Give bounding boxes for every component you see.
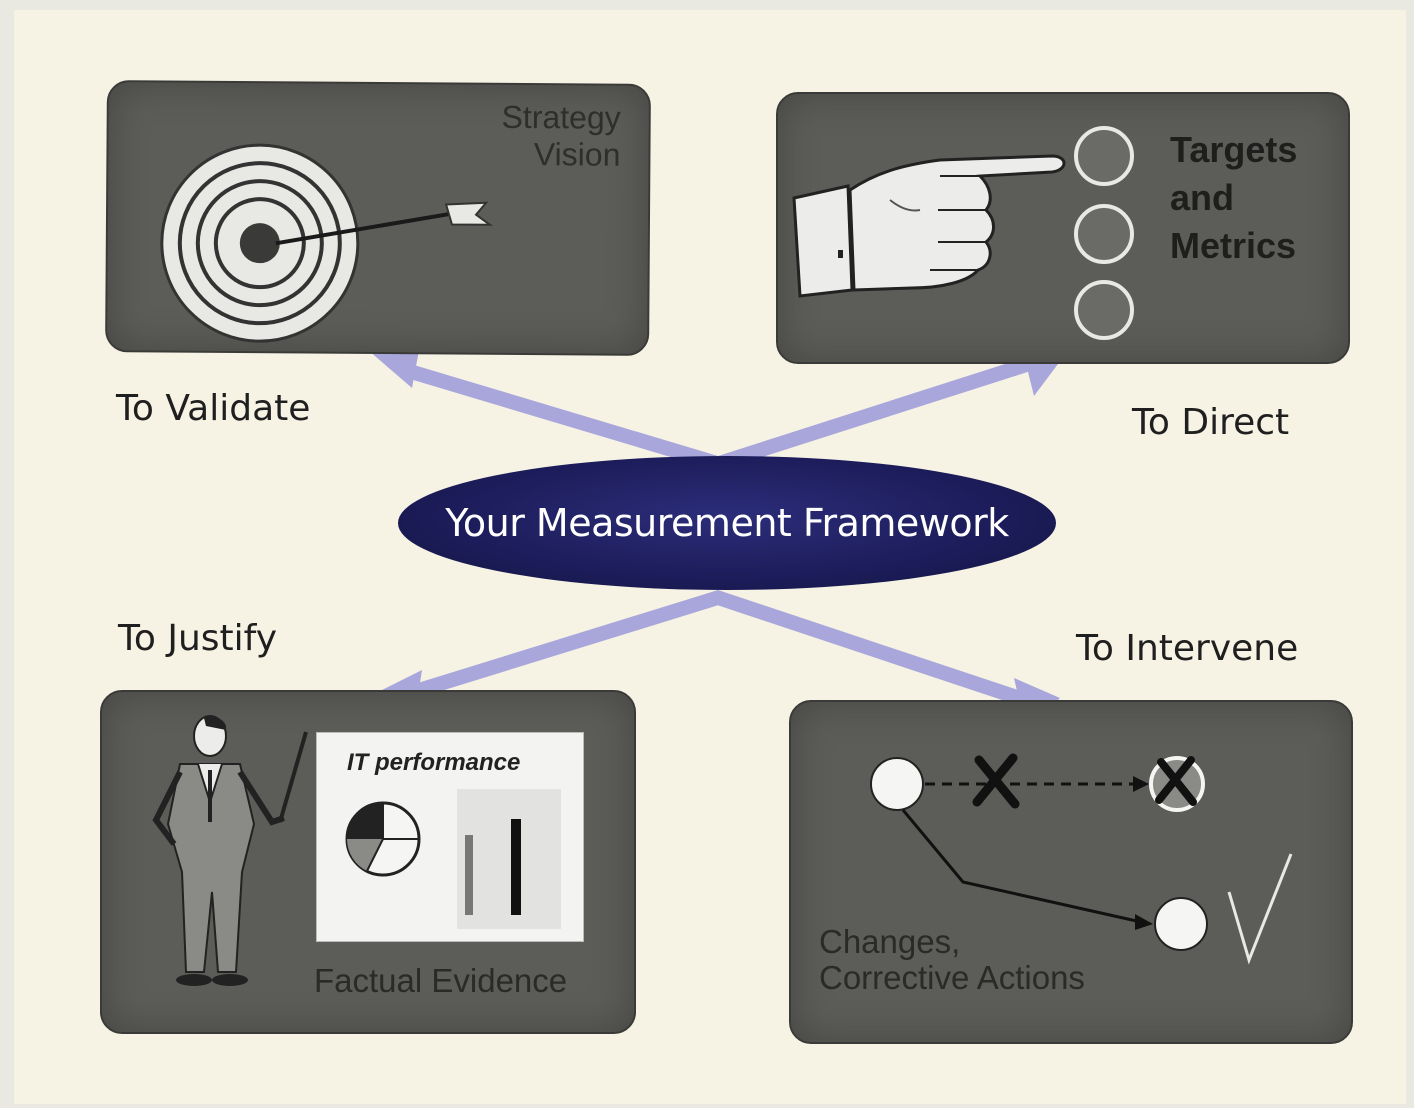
metric-circle-1: [1074, 126, 1134, 186]
checkmark-icon: [1227, 853, 1293, 965]
framework-title: Your Measurement Framework: [445, 501, 1009, 545]
targets-metrics-text: Targets and Metrics: [1170, 129, 1298, 266]
it-performance-card: IT performance: [316, 732, 584, 942]
strategy-vision-panel: Strategy Vision: [105, 80, 651, 356]
metric-circle-2: [1074, 204, 1134, 264]
start-node: [870, 757, 924, 811]
bar-chart-icon: [465, 819, 521, 915]
card-title: IT performance: [347, 749, 521, 776]
label-to-validate: To Validate: [116, 388, 311, 429]
pointing-hand-icon: [792, 154, 1066, 298]
diagram-page: Strategy Vision Targets and Metrics: [14, 10, 1406, 1104]
strategy-vision-text: Strategy Vision: [501, 98, 621, 173]
changes-actions-text: Changes, Corrective Actions: [819, 923, 1085, 997]
connector-arrows: [368, 334, 1064, 730]
metric-circle-3: [1074, 280, 1134, 340]
arrow-to-validate: [400, 362, 718, 470]
metric-circles-icon: [1074, 126, 1134, 340]
target-node: [1154, 897, 1208, 951]
targets-metrics-panel: Targets and Metrics: [776, 92, 1350, 364]
flow-diagram-icon: [870, 753, 1293, 965]
label-to-justify: To Justify: [118, 618, 277, 659]
arrow-to-intervene: [714, 590, 1030, 708]
factual-evidence-panel: IT performance Factual Evidence: [100, 690, 636, 1034]
label-to-intervene: To Intervene: [1076, 628, 1299, 669]
framework-ellipse: [398, 456, 1056, 590]
pie-chart-icon: [345, 801, 421, 877]
x-mark-icon: [972, 753, 1020, 809]
label-to-direct: To Direct: [1132, 402, 1290, 443]
arrow-to-justify: [408, 590, 722, 700]
corrective-actions-panel: Changes, Corrective Actions: [789, 700, 1353, 1044]
bar-chart-background: [457, 789, 561, 929]
x-mark-icon: [1155, 756, 1197, 806]
factual-evidence-text: Factual Evidence: [314, 962, 568, 999]
presenter-icon: [152, 715, 308, 986]
target-icon: [160, 143, 360, 343]
arrow-to-direct: [718, 354, 1040, 470]
arrow-icon: [275, 201, 494, 246]
